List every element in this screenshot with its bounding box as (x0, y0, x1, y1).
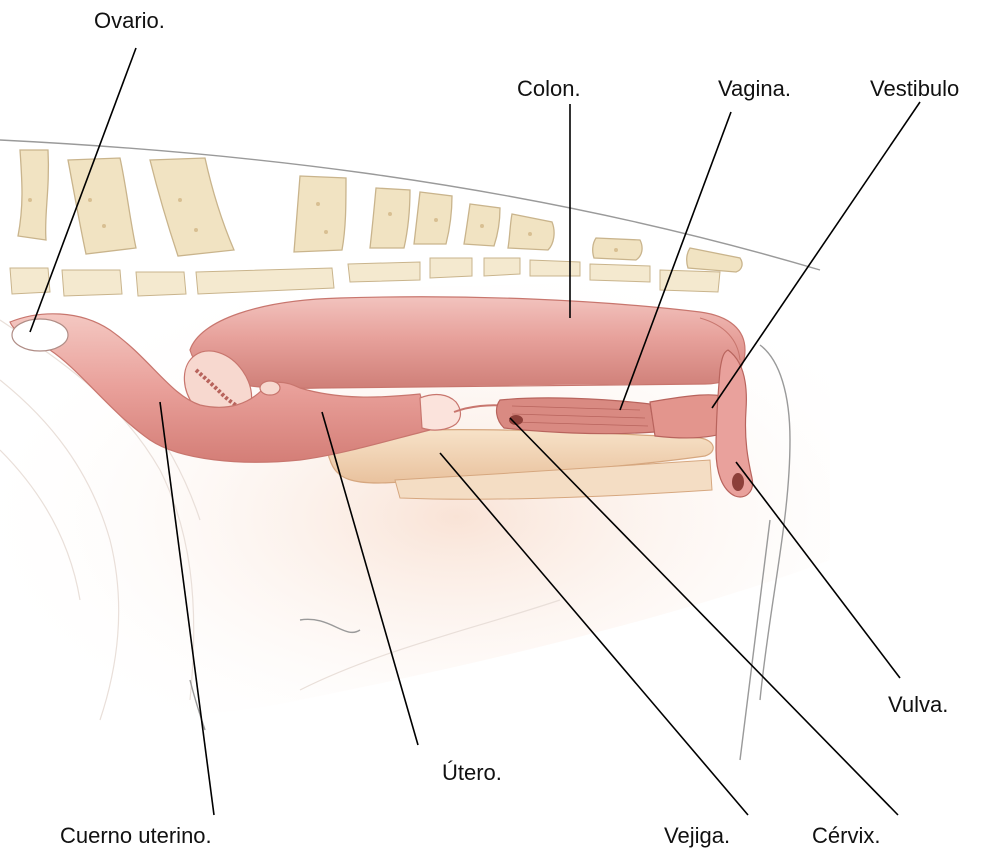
label-utero: Útero. (442, 760, 502, 785)
label-vulva: Vulva. (888, 692, 948, 717)
label-ovario: Ovario. (94, 8, 165, 33)
label-vestibulo: Vestibulo (870, 76, 959, 101)
label-vejiga: Vejiga. (664, 823, 730, 848)
vertebral-column (10, 150, 742, 296)
label-cuerno: Cuerno uterino. (60, 823, 212, 848)
label-colon: Colon. (517, 76, 581, 101)
label-vagina: Vagina. (718, 76, 791, 101)
label-cervix: Cérvix. (812, 823, 880, 848)
